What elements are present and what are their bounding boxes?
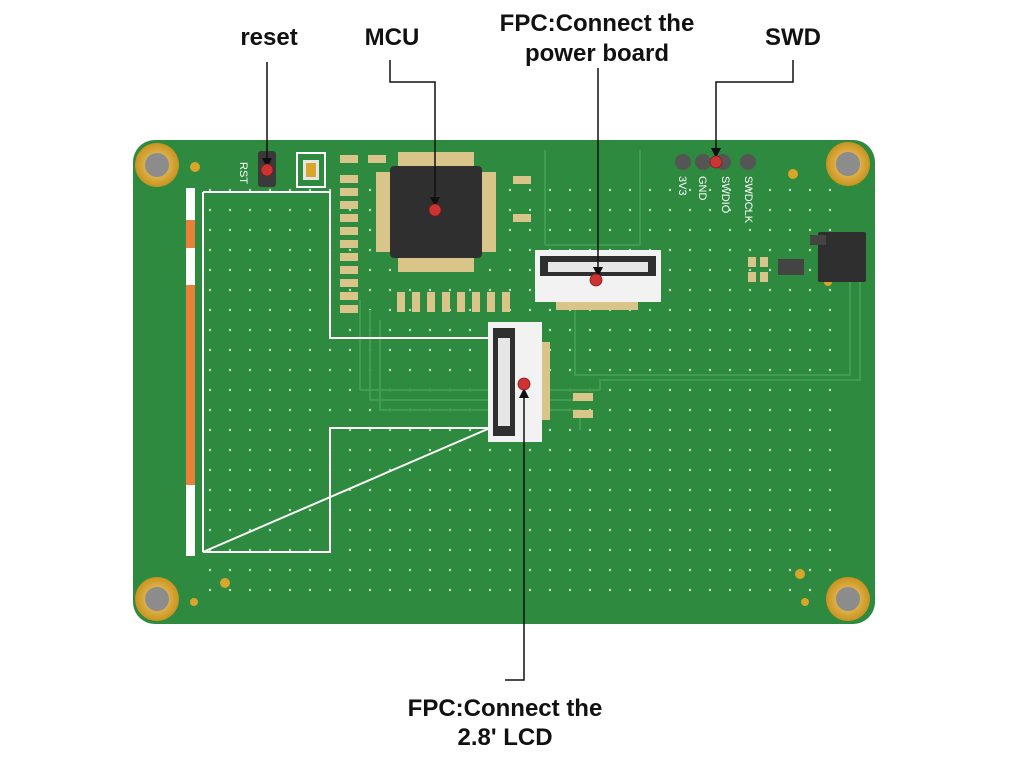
leader-swd [715, 60, 794, 160]
leader-lines [266, 60, 794, 681]
passives-bottom-row [397, 176, 531, 312]
mounting-hole-bottom-left [135, 577, 179, 621]
led-footprint [296, 152, 326, 188]
fpc-lcd-connector [488, 322, 550, 442]
leader-mcu [389, 60, 436, 210]
lcd-outline [202, 191, 491, 553]
fpc-lcd-marker [517, 377, 531, 391]
leader-fpc-lcd [505, 385, 525, 681]
callout-fpc-power-line1: FPC:Connect the [500, 10, 695, 37]
mcu-marker [428, 203, 442, 217]
pin-gnd-label: GND [696, 176, 708, 201]
mounting-hole-bottom-right [826, 577, 870, 621]
mounting-hole-top-left [135, 143, 179, 187]
swd-marker [709, 155, 723, 169]
callout-fpc-power-line2: power board [525, 40, 669, 67]
lcd-edge-strip-orange-1 [186, 220, 195, 248]
arrowheads [262, 148, 721, 398]
callout-reset: reset [240, 24, 297, 51]
lcd-edge-strip-orange-2 [186, 285, 195, 485]
callout-swd: SWD [765, 24, 821, 51]
small-components-right [748, 235, 826, 282]
reset-marker [260, 163, 274, 177]
rst-silkscreen-label: RST [237, 162, 249, 184]
passives-left-column [340, 155, 386, 313]
red-dot-markers [260, 155, 723, 391]
callout-fpc-lcd-line1: FPC:Connect the [408, 695, 603, 722]
pin-3v3-label: 3V3 [676, 176, 688, 196]
fpc-power-marker [589, 273, 603, 287]
callout-mcu: MCU [365, 24, 420, 51]
pin-swdclk-label: SWDCLK [742, 176, 754, 224]
buzzer-component [818, 232, 866, 282]
swd-header [675, 154, 756, 170]
pin-swdio-label: SWDIO [719, 176, 731, 214]
passives-near-lcd-fpc [573, 393, 593, 418]
gold-vias [190, 162, 832, 606]
callout-fpc-lcd-line2: 2.8' LCD [457, 724, 552, 751]
mounting-hole-top-right [826, 142, 870, 186]
